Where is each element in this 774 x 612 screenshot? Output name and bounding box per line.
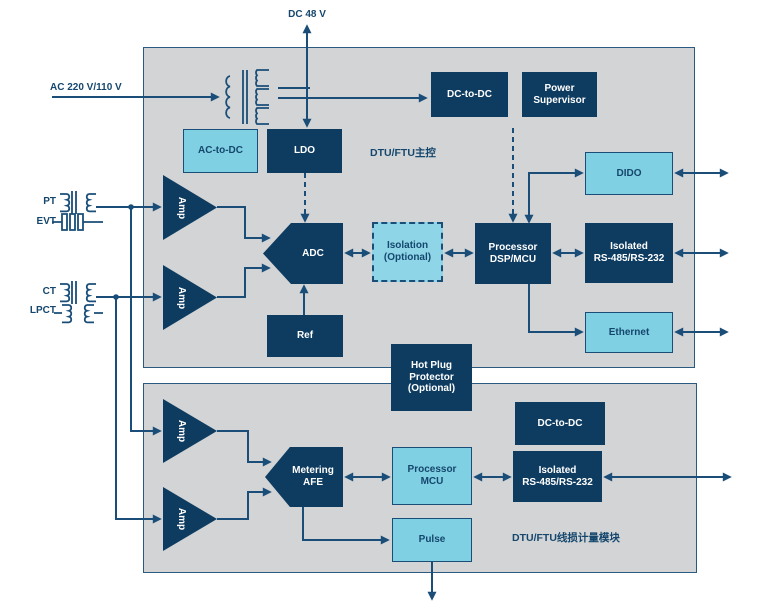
block-hot-plug-protector: Hot Plug Protector (Optional) — [391, 344, 472, 411]
evt-capacitive-divider-icon — [52, 213, 103, 231]
block-ldo: LDO — [267, 129, 342, 173]
block-ref: Ref — [267, 315, 343, 357]
block-isolated-rs485-main: Isolated RS-485/RS-232 — [585, 223, 673, 283]
block-dido: DIDO — [585, 152, 673, 195]
pt-transformer-icon — [60, 191, 96, 214]
label-ct: CT — [42, 286, 56, 297]
ct-transformer-icon — [60, 281, 96, 304]
block-isolation-optional: Isolation (Optional) — [372, 222, 443, 282]
block-processor-dsp-mcu: Processor DSP/MCU — [475, 223, 551, 284]
block-processor-mcu: Processor MCU — [392, 447, 472, 505]
block-dc-to-dc-metering: DC-to-DC — [515, 402, 605, 445]
block-dc-to-dc-main: DC-to-DC — [431, 72, 508, 117]
label-evt: EVT — [36, 216, 56, 227]
block-ac-to-dc: AC-to-DC — [183, 129, 258, 173]
label-main-section: DTU/FTU主控 — [370, 147, 436, 159]
label-dc-48v: DC 48 V — [288, 9, 326, 20]
block-pulse: Pulse — [392, 518, 472, 562]
lpct-coil-icon — [54, 304, 103, 324]
block-isolated-rs485-metering: Isolated RS-485/RS-232 — [513, 451, 602, 502]
block-ethernet: Ethernet — [585, 312, 673, 353]
junction-dot-pt — [128, 204, 134, 210]
label-lpct: LPCT — [29, 305, 56, 316]
junction-dot-ct — [113, 294, 119, 300]
label-pt: PT — [43, 196, 56, 207]
block-power-supervisor: Power Supervisor — [522, 72, 597, 117]
label-ac-input: AC 220 V/110 V — [50, 82, 122, 93]
label-metering-section: DTU/FTU线损计量模块 — [512, 532, 620, 544]
